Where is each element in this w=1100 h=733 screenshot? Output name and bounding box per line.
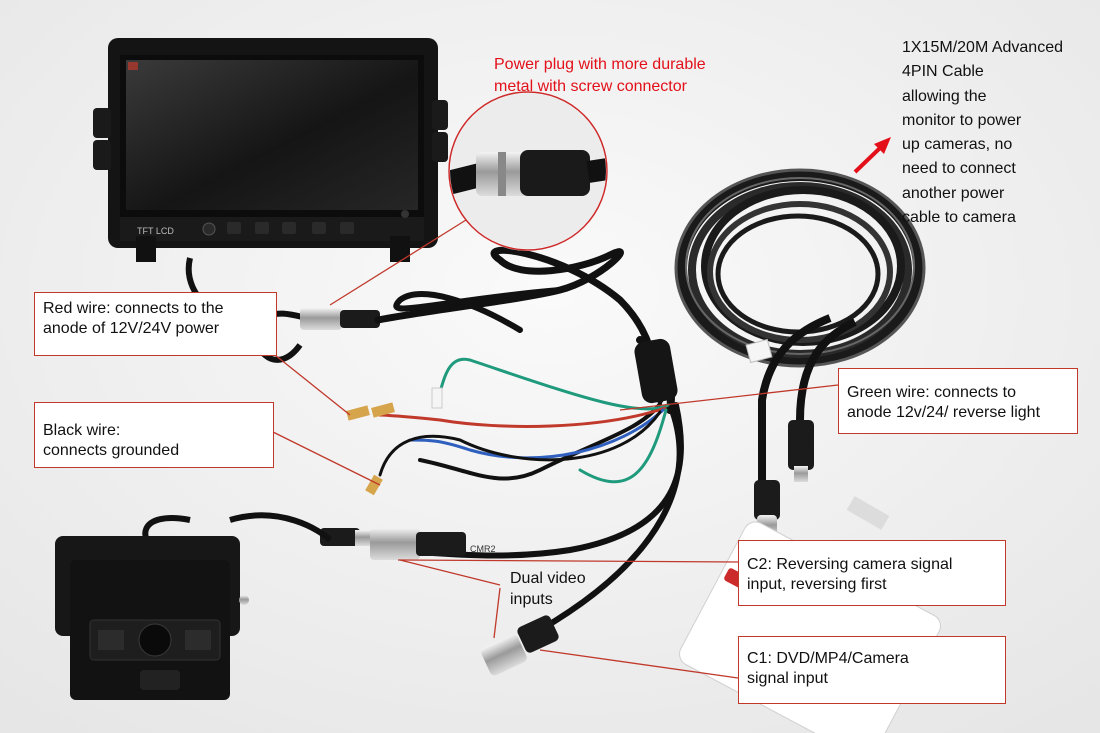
monitor-brand-label: TFT LCD <box>137 226 174 236</box>
cable-line-6: need to connect <box>902 160 1016 178</box>
c2-callout: C2: Reversing camera signal input, rever… <box>738 540 1006 606</box>
power-plug-annotation: Power plug with more durable metal with … <box>494 54 706 98</box>
black-wire-line-1: Black wire: <box>43 422 121 439</box>
black-wire-line-2: connects grounded <box>43 442 180 459</box>
cable-line-7: another power <box>902 184 1005 202</box>
red-wire-callout: Red wire: connects to the anode of 12V/2… <box>34 292 277 356</box>
c1-callout: C1: DVD/MP4/Camera signal input <box>738 636 1006 704</box>
power-plug-line-2: metal with screw connector <box>494 78 687 95</box>
cable-line-1: 1X15M/20M Advanced <box>902 39 1063 56</box>
c1-line-2: signal input <box>747 670 828 687</box>
cable-line-2: 4PIN Cable <box>902 63 984 81</box>
cable-line-5: up cameras, no <box>902 136 1013 154</box>
dual-video-annotation: Dual video inputs <box>510 568 586 610</box>
red-wire-line-2: anode of 12V/24V power <box>43 320 220 337</box>
green-wire-line-1: Green wire: connects to <box>847 384 1016 401</box>
cable-annotation: 1X15M/20M Advanced 4PIN Cable allowing t… <box>902 36 1063 230</box>
cable-line-8: cable to camera <box>902 209 1016 227</box>
cable-coil <box>674 168 926 368</box>
red-arrow-icon <box>853 137 891 174</box>
c1-line-1: C1: DVD/MP4/Camera <box>747 650 909 667</box>
green-wire-line-2: anode 12v/24/ reverse light <box>847 404 1041 421</box>
dual-video-line-1: Dual video <box>510 570 586 587</box>
connector-zoom-circle <box>448 91 608 251</box>
green-wire-callout: Green wire: connects to anode 12v/24/ re… <box>838 368 1078 434</box>
c2-line-1: C2: Reversing camera signal <box>747 556 953 573</box>
cable-line-4: monitor to power <box>902 111 1022 129</box>
cable-line-3: allowing the <box>902 87 987 105</box>
dual-video-line-2: inputs <box>510 591 553 608</box>
c2-line-2: input, reversing first <box>747 576 887 593</box>
reversing-camera <box>55 512 333 700</box>
power-plug-line-1: Power plug with more durable <box>494 56 706 73</box>
black-wire-callout: Black wire: connects grounded <box>34 402 274 468</box>
leader-lines <box>272 219 839 679</box>
red-wire-line-1: Red wire: connects to the <box>43 300 224 317</box>
cable-tag: CMR2 <box>470 544 496 554</box>
monitor: TFT LCD <box>93 38 448 262</box>
wire-harness <box>374 246 684 633</box>
